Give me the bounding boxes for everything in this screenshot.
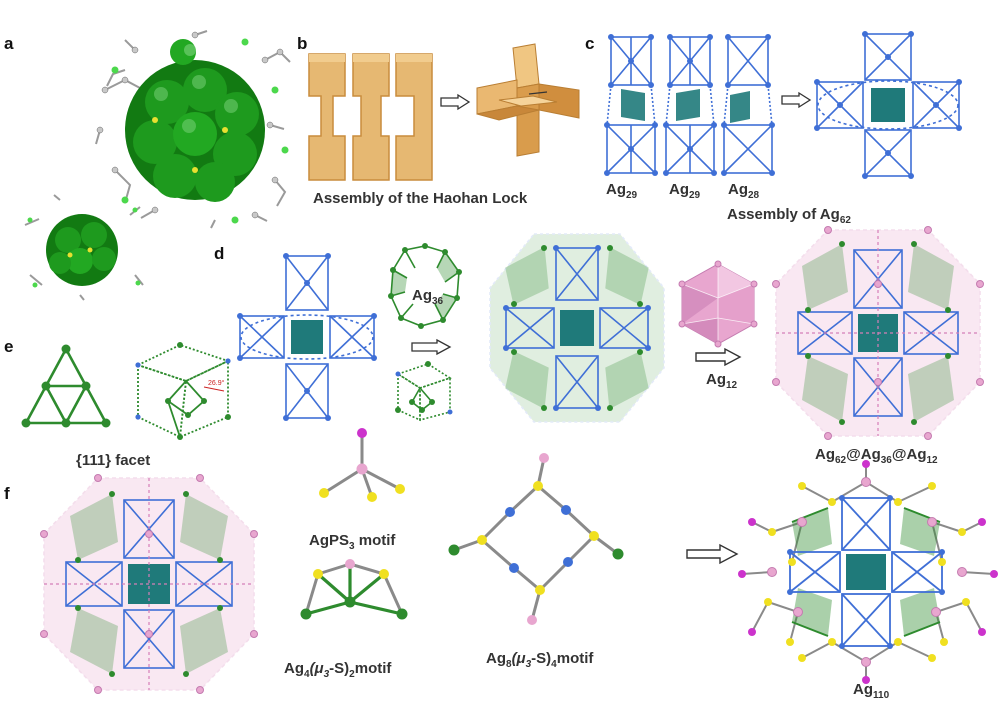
ag8-s4-motif bbox=[448, 453, 624, 625]
panel-label-f: f bbox=[4, 484, 10, 503]
angle-annotation: 26.9° bbox=[208, 379, 225, 387]
panel-label-d: d bbox=[214, 244, 225, 263]
caption-assembly-ag62: Assembly of Ag62 bbox=[727, 206, 851, 226]
arrow-b bbox=[440, 93, 471, 111]
ag29-framework-1 bbox=[604, 34, 658, 176]
ag12-icosahedron bbox=[678, 260, 758, 348]
ag62-at-ag36-at-ag12 bbox=[772, 226, 984, 440]
ag62-framework bbox=[814, 31, 962, 179]
wood-piece-2 bbox=[352, 53, 390, 181]
caption-haohan-lock: Assembly of the Haohan Lock bbox=[313, 190, 528, 207]
arrow-c bbox=[781, 91, 812, 109]
facet-triangle bbox=[21, 344, 111, 428]
caption-ag4-motif: Ag4(μ3-S)2motif bbox=[284, 660, 392, 680]
haohan-lock-assembled bbox=[476, 43, 580, 157]
caption-facet: {111} facet bbox=[76, 452, 151, 469]
caption-agps3: AgPS3 motif bbox=[309, 532, 396, 552]
label-ag28: Ag28 bbox=[728, 181, 760, 201]
panel-label-b: b bbox=[297, 34, 308, 53]
ag110-cluster bbox=[738, 460, 998, 684]
facet-cube: 26.9° bbox=[135, 342, 231, 440]
wood-piece-1 bbox=[308, 53, 346, 181]
panel-label-a: a bbox=[4, 34, 14, 53]
wood-piece-3 bbox=[395, 53, 433, 181]
label-ag12: Ag12 bbox=[706, 371, 738, 391]
label-ag36: Ag36 bbox=[412, 287, 444, 307]
caption-core-shell: Ag62@Ag36@Ag12 bbox=[815, 446, 938, 466]
label-ag110: Ag110 bbox=[853, 681, 890, 701]
arrow-d-2 bbox=[695, 347, 742, 367]
arrow-d-1 bbox=[411, 338, 452, 356]
panel-label-c: c bbox=[585, 34, 595, 53]
arrow-f bbox=[686, 543, 739, 565]
ag4-s2-motif bbox=[300, 559, 408, 620]
ag62-at-ag36 bbox=[489, 233, 665, 423]
ag36-shell-fragment bbox=[388, 243, 462, 329]
ag28-framework bbox=[721, 34, 775, 176]
ag36-cube-fragment bbox=[395, 361, 453, 422]
panel-label-e: e bbox=[4, 337, 14, 356]
cluster-small-spacefill bbox=[24, 194, 144, 301]
ag29-framework-2 bbox=[663, 34, 717, 176]
cluster-large-spacefill bbox=[95, 30, 291, 229]
caption-ag8-motif: Ag8(μ3-S)4motif bbox=[486, 650, 594, 670]
f-core-shell bbox=[40, 474, 258, 694]
agps3-motif bbox=[319, 428, 405, 502]
d-ag62-framework bbox=[237, 253, 377, 421]
label-ag29-a: Ag29 bbox=[606, 181, 638, 201]
label-ag29-b: Ag29 bbox=[669, 181, 701, 201]
